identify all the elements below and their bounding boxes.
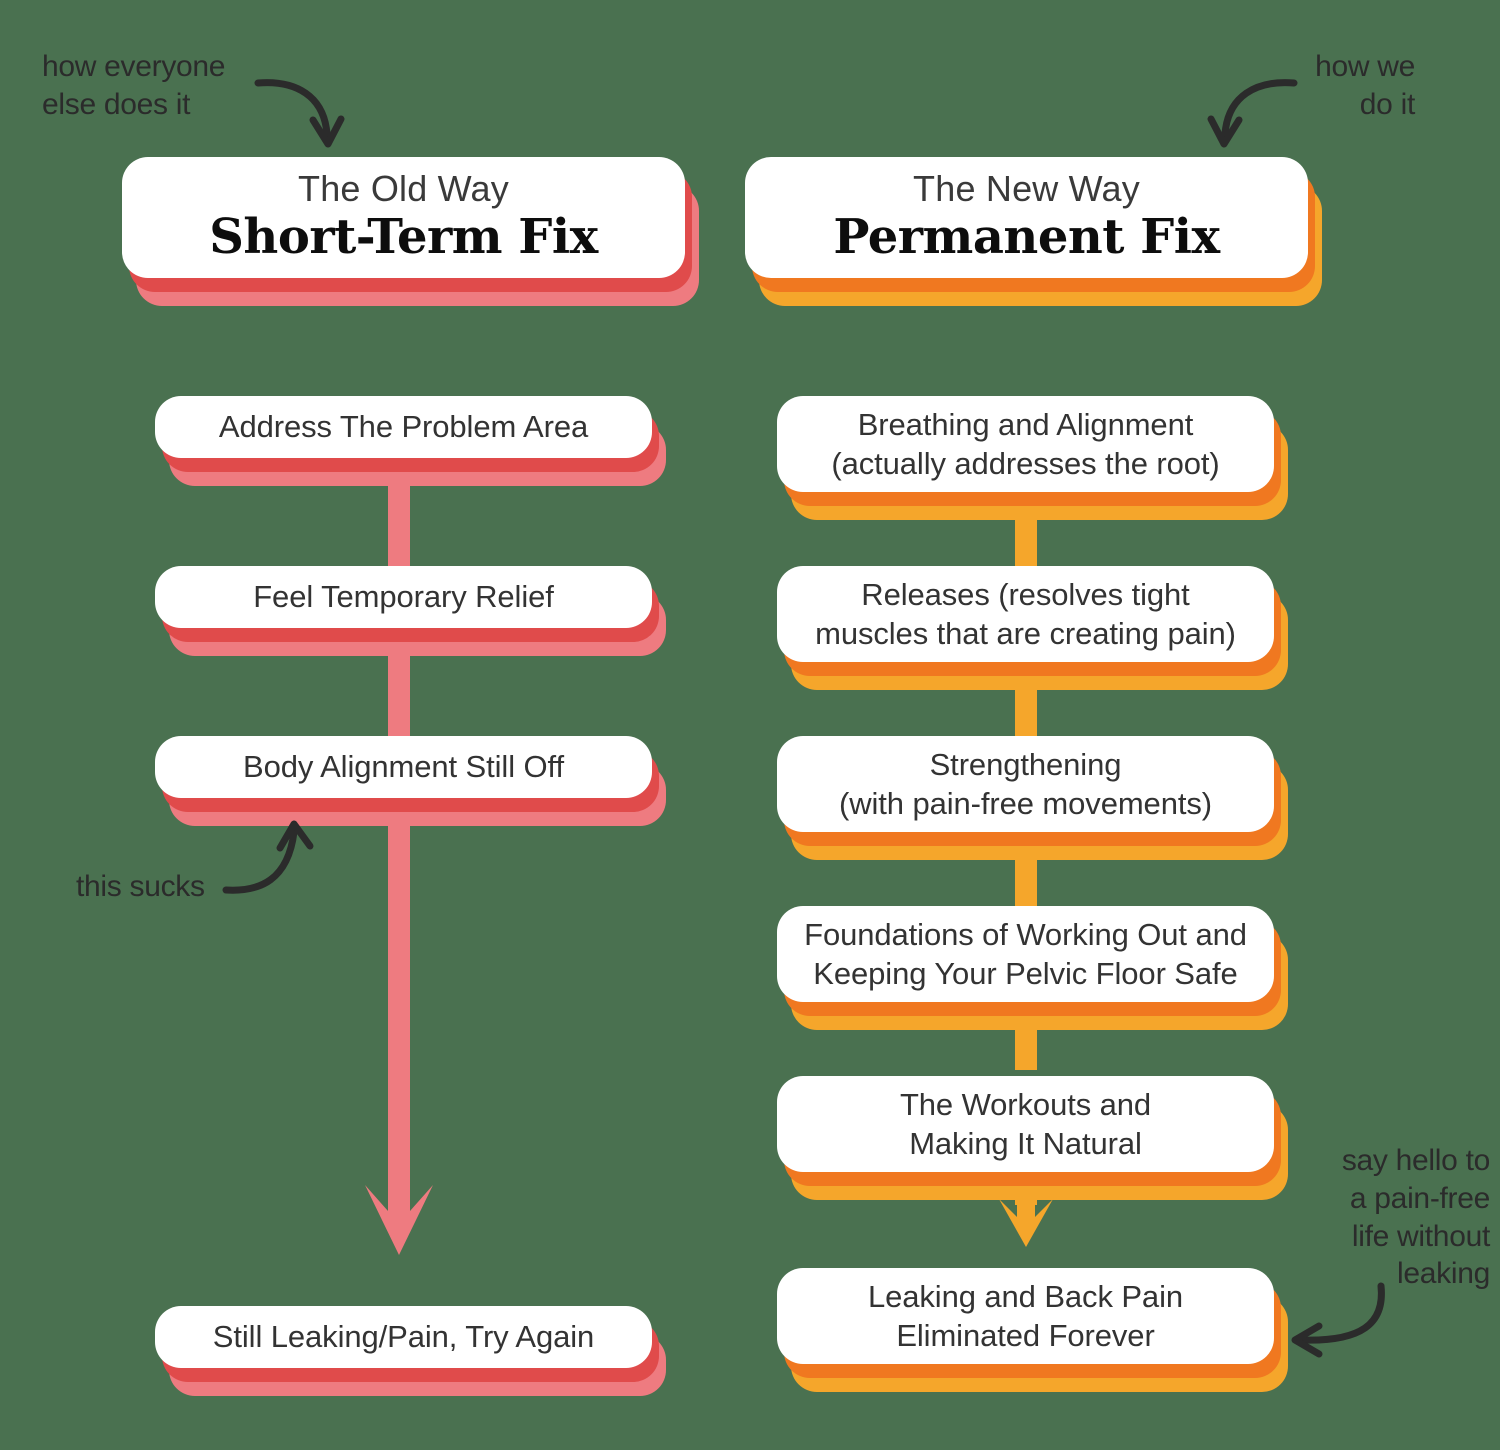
annotation-this-sucks: this sucks: [76, 870, 205, 903]
annotation-bottom-right: say hello to a pain-free life without le…: [1341, 1144, 1490, 1291]
curved-arrow-this-sucks-icon: [222, 820, 314, 894]
step-card: Leaking and Back Pain Eliminated Forever: [777, 1268, 1288, 1392]
step-card: Foundations of Working Out and Keeping Y…: [777, 906, 1288, 1030]
step-card-label: Breathing and Alignment (actually addres…: [831, 406, 1220, 481]
annotation-top-right: how we do it: [1315, 50, 1415, 121]
step-card-face: Body Alignment Still Off: [155, 736, 652, 798]
step-card: Still Leaking/Pain, Try Again: [155, 1306, 666, 1396]
step-card-face: The Workouts and Making It Natural: [777, 1076, 1274, 1172]
step-card-face: Strengthening (with pain-free movements): [777, 736, 1274, 832]
step-card-face: Breathing and Alignment (actually addres…: [777, 396, 1274, 492]
step-card-label: Address The Problem Area: [218, 409, 589, 445]
arrowhead-right-icon: [999, 1195, 1053, 1247]
header-card-face: The Old Way Short-Term Fix: [122, 157, 685, 278]
step-card-label: Feel Temporary Relief: [253, 579, 554, 615]
step-card-label: Strengthening (with pain-free movements): [839, 746, 1212, 821]
header-title: Permanent Fix: [833, 209, 1220, 266]
step-card: The Workouts and Making It Natural: [777, 1076, 1288, 1200]
curved-arrow-bottom-right-icon: [1291, 1282, 1385, 1358]
step-card-face: Foundations of Working Out and Keeping Y…: [777, 906, 1274, 1002]
step-card-label: Still Leaking/Pain, Try Again: [212, 1319, 595, 1355]
step-card-label: Body Alignment Still Off: [243, 749, 564, 785]
connector-left-3: [388, 795, 410, 1195]
arrowhead-left-icon: [365, 1185, 433, 1255]
header-eyebrow: The Old Way: [298, 168, 509, 210]
curved-arrow-top-right-icon: [1207, 79, 1298, 148]
header-card-old-way: The Old Way Short-Term Fix: [122, 157, 699, 306]
step-card-face: Feel Temporary Relief: [155, 566, 652, 628]
header-title: Short-Term Fix: [209, 209, 598, 266]
connector-left-2: [388, 625, 410, 755]
header-card-face: The New Way Permanent Fix: [745, 157, 1308, 278]
curved-arrow-top-left-icon: [254, 79, 345, 148]
step-card-face: Still Leaking/Pain, Try Again: [155, 1306, 652, 1368]
step-card-face: Address The Problem Area: [155, 396, 652, 458]
step-card: Address The Problem Area: [155, 396, 666, 486]
annotation-top-left: how everyone else does it: [42, 50, 226, 121]
header-eyebrow: The New Way: [913, 168, 1140, 210]
step-card-label: The Workouts and Making It Natural: [899, 1086, 1152, 1161]
step-card: Breathing and Alignment (actually addres…: [777, 396, 1288, 520]
step-card-label: Leaking and Back Pain Eliminated Forever: [867, 1278, 1183, 1353]
step-card: Body Alignment Still Off: [155, 736, 666, 826]
step-card: Feel Temporary Relief: [155, 566, 666, 656]
step-card: Releases (resolves tight muscles that ar…: [777, 566, 1288, 690]
step-card-face: Releases (resolves tight muscles that ar…: [777, 566, 1274, 662]
step-card-label: Foundations of Working Out and Keeping Y…: [804, 916, 1247, 991]
header-card-new-way: The New Way Permanent Fix: [745, 157, 1322, 306]
step-card: Strengthening (with pain-free movements): [777, 736, 1288, 860]
step-card-label: Releases (resolves tight muscles that ar…: [815, 576, 1236, 651]
step-card-face: Leaking and Back Pain Eliminated Forever: [777, 1268, 1274, 1364]
connector-left-1: [388, 455, 410, 585]
